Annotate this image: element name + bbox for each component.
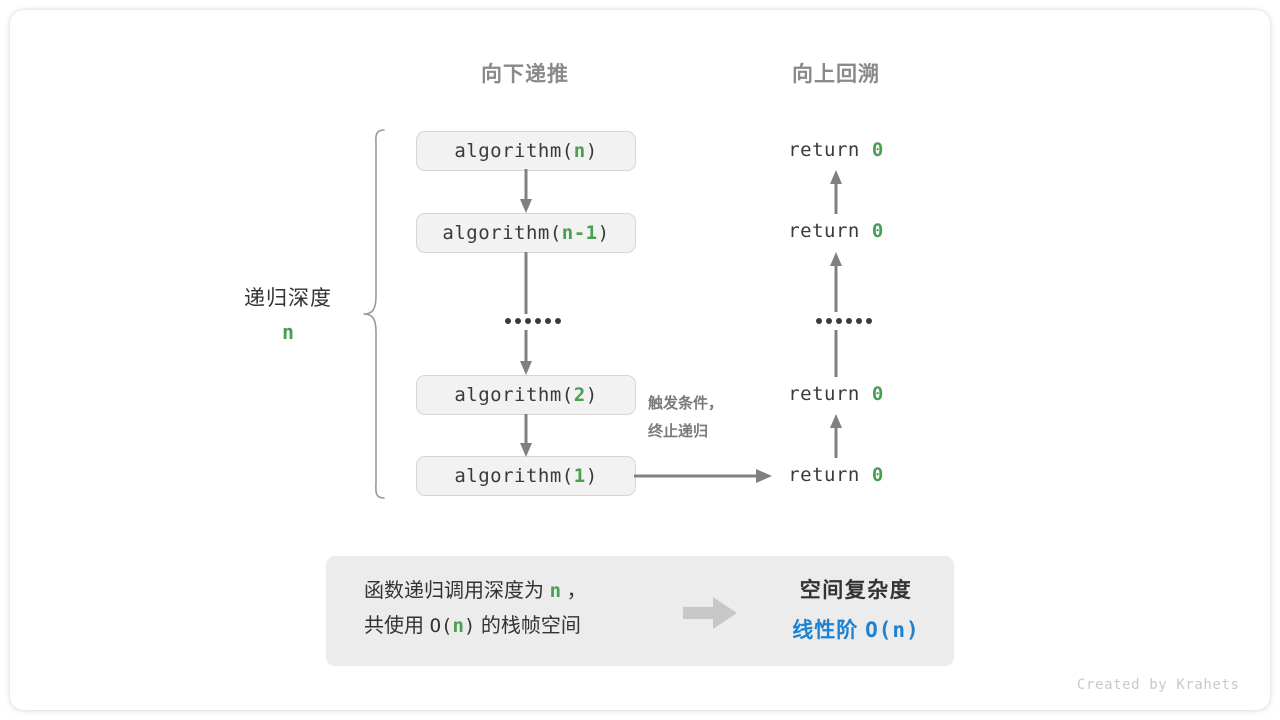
up-arrow-icon-0: [830, 170, 842, 214]
column-header-up: 向上回溯: [792, 63, 880, 86]
down-arrow-icon-2: [520, 330, 532, 375]
down-arrow-icon-0: [520, 169, 532, 213]
call-box-1-name: algorithm(: [442, 222, 562, 244]
call-box-0-name: algorithm(: [454, 140, 574, 162]
summary-right-value: 线性阶 O(n): [766, 614, 946, 644]
return-row-0-keyword: return: [788, 139, 860, 161]
call-box-2-close: ): [585, 384, 598, 406]
return-row-2-keyword: return: [788, 383, 860, 405]
call-box-3-close: ): [585, 465, 598, 487]
summary-right-title: 空间复杂度: [799, 579, 913, 602]
call-box-1-close: ): [597, 222, 610, 244]
down-arrow-icon-1: [524, 252, 528, 314]
return-row-3-value: 0: [871, 464, 884, 486]
return-row-3-keyword: return: [788, 464, 860, 486]
return-row-0-value: 0: [871, 139, 884, 161]
summary-right-value-mono: O(n): [865, 618, 920, 642]
summary-left-line1-n: n: [549, 580, 562, 602]
down-arrow-icon-3: [520, 414, 532, 457]
return-row-1-keyword: return: [788, 220, 860, 242]
summary-left-line2: 共使用 O(n) 的栈帧空间: [364, 609, 587, 644]
column-header-down: 向下递推: [481, 63, 569, 86]
call-box-2[interactable]: algorithm(2): [416, 375, 636, 415]
summary-left-line1-b: ，: [566, 580, 587, 602]
up-arrow-icon-3: [830, 414, 842, 458]
return-row-1-value: 0: [871, 220, 884, 242]
recursion-depth-label: 递归深度 n: [188, 282, 388, 344]
call-box-3-arg: 1: [573, 465, 586, 487]
recursion-depth-text: 递归深度: [244, 287, 332, 310]
return-row-3: return 0: [726, 464, 946, 486]
summary-left-line1-a: 函数递归调用深度为: [364, 580, 544, 602]
summary-left-line1: 函数递归调用深度为 n ，: [364, 574, 587, 609]
trigger-note-line2: 终止递归: [648, 422, 709, 440]
summary-left-line2-c: ): [463, 615, 476, 637]
left-ellipsis-icon: [505, 318, 561, 324]
call-box-0-arg: n: [573, 140, 586, 162]
call-box-0[interactable]: algorithm(n): [416, 131, 636, 171]
call-box-2-name: algorithm(: [454, 384, 574, 406]
summary-left-line2-a: 共使用: [364, 615, 424, 637]
summary-right-value-cn: 线性阶: [792, 619, 859, 642]
summary-left-text: 函数递归调用深度为 n ， 共使用 O(n) 的栈帧空间: [364, 574, 587, 644]
summary-left-line2-b: 的栈帧空间: [480, 615, 581, 637]
summary-left-line2-n: n: [452, 615, 464, 637]
terminate-arrow-icon: [634, 469, 772, 483]
return-row-0: return 0: [726, 139, 946, 161]
call-box-1-arg: n-1: [561, 222, 598, 244]
call-box-0-close: ): [585, 140, 598, 162]
trigger-note: 触发条件， 终止递归: [648, 390, 723, 446]
depth-brace-icon: [363, 129, 385, 499]
up-arrow-icon-2: [834, 330, 838, 377]
call-box-3[interactable]: algorithm(1): [416, 456, 636, 496]
return-row-1: return 0: [726, 220, 946, 242]
right-ellipsis-icon: [816, 318, 872, 324]
call-box-3-name: algorithm(: [454, 465, 574, 487]
return-row-2-value: 0: [871, 383, 884, 405]
summary-left-line2-o: O(: [429, 615, 453, 637]
recursion-depth-value: n: [281, 320, 295, 344]
summary-right-text: 空间复杂度 线性阶 O(n): [766, 574, 946, 644]
trigger-note-line1: 触发条件，: [648, 395, 724, 412]
up-arrow-icon-1: [830, 252, 842, 312]
credit-text: Created by Krahets: [1077, 677, 1240, 693]
call-box-2-arg: 2: [573, 384, 586, 406]
return-row-2: return 0: [726, 383, 946, 405]
summary-panel: 函数递归调用深度为 n ， 共使用 O(n) 的栈帧空间 空间复杂度 线性阶 O…: [326, 556, 954, 666]
right-block-arrow-icon: [683, 597, 737, 629]
call-box-1[interactable]: algorithm(n-1): [416, 213, 636, 253]
